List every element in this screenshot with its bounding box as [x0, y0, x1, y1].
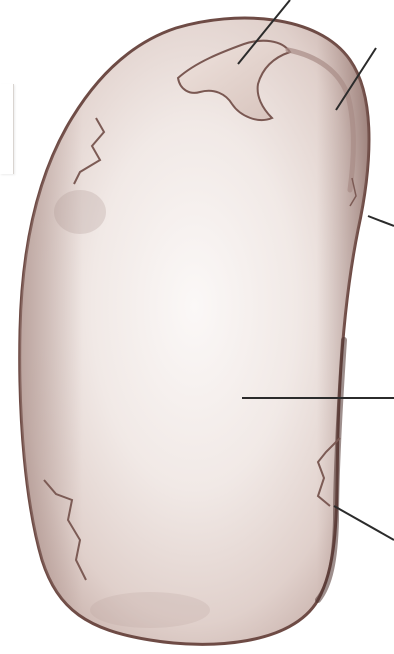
seed-rim-shade — [20, 18, 369, 644]
leader-line-testa — [334, 506, 394, 540]
leader-line-seed-coat — [368, 216, 394, 226]
shadow-blotch-bottom — [90, 592, 210, 628]
shadow-blotch-left — [54, 190, 106, 234]
label-box — [0, 84, 14, 174]
